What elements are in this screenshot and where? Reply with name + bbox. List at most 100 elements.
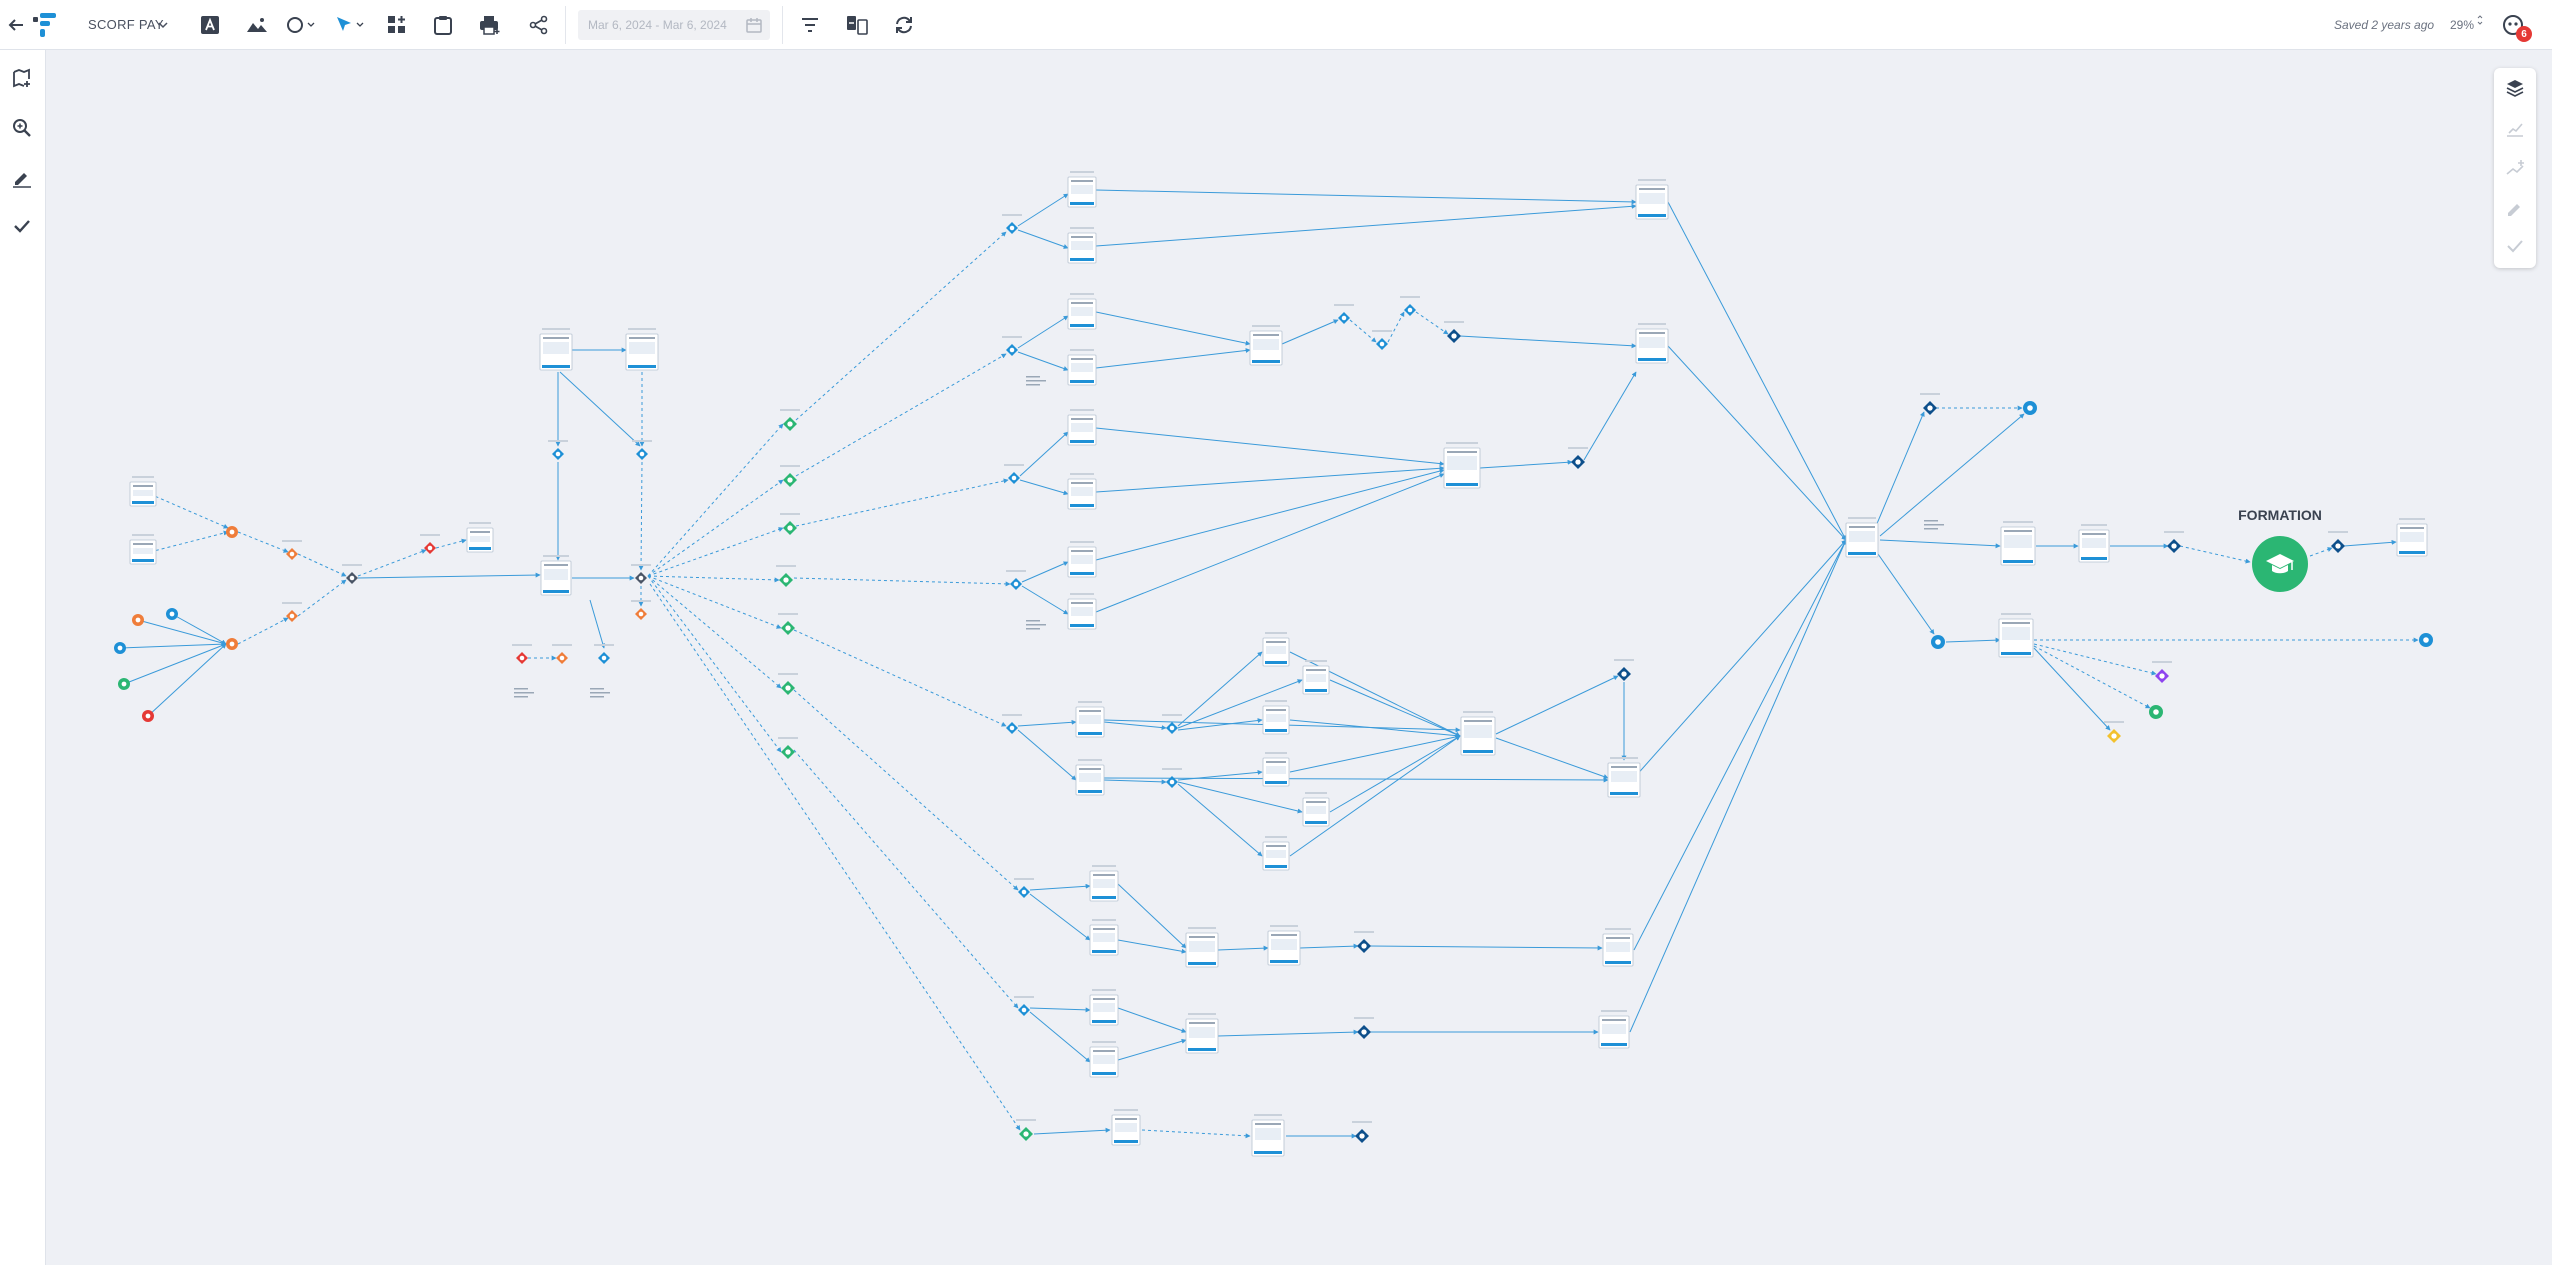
step-node[interactable] xyxy=(1444,321,1464,343)
compare-icon[interactable] xyxy=(844,10,870,40)
page-node[interactable] xyxy=(1075,759,1105,796)
source-node[interactable] xyxy=(226,526,238,538)
step-node[interactable] xyxy=(1372,330,1392,350)
page-node[interactable] xyxy=(466,522,494,553)
connector-line[interactable] xyxy=(297,553,347,577)
source-node[interactable] xyxy=(118,678,130,690)
connector-line[interactable] xyxy=(2033,645,2151,709)
connector-line[interactable] xyxy=(147,643,227,717)
connector-line[interactable] xyxy=(1495,737,1609,779)
connector-line[interactable] xyxy=(1103,721,1167,731)
connector-line[interactable] xyxy=(1017,351,1069,371)
page-node[interactable] xyxy=(1089,989,1119,1026)
connector-line[interactable] xyxy=(2179,545,2251,564)
connector-line[interactable] xyxy=(1459,335,1637,349)
clipboard-icon[interactable] xyxy=(430,10,456,40)
page-node[interactable] xyxy=(1262,632,1290,667)
connector-line[interactable] xyxy=(1141,1129,1251,1139)
step-node[interactable] xyxy=(2328,531,2348,553)
connector-line[interactable] xyxy=(1095,203,1637,247)
page-node[interactable] xyxy=(1443,442,1481,489)
page-node[interactable] xyxy=(2000,521,2036,566)
refresh-icon[interactable] xyxy=(891,10,917,40)
page-node[interactable] xyxy=(1302,792,1330,827)
source-node[interactable] xyxy=(132,614,144,626)
source-node[interactable] xyxy=(2023,401,2037,415)
connector-line[interactable] xyxy=(795,353,1007,477)
page-node[interactable] xyxy=(1845,517,1879,558)
print-icon[interactable] xyxy=(476,10,504,40)
step-node[interactable] xyxy=(1920,393,1940,415)
connector-line[interactable] xyxy=(1177,651,1263,727)
connector-line[interactable] xyxy=(1029,893,1091,941)
step-node[interactable] xyxy=(778,613,798,635)
connector-line[interactable] xyxy=(2033,647,2111,731)
step-node[interactable] xyxy=(1016,1119,1036,1141)
page-node[interactable] xyxy=(1460,711,1496,756)
connector-line[interactable] xyxy=(435,538,467,549)
step-node[interactable] xyxy=(780,465,800,487)
page-node[interactable] xyxy=(1075,701,1105,738)
connector-line[interactable] xyxy=(237,531,289,553)
page-node[interactable] xyxy=(1067,171,1097,208)
zoom-level[interactable]: 29% xyxy=(2450,18,2475,32)
connector-line[interactable] xyxy=(1495,675,1619,735)
step-node[interactable] xyxy=(342,564,362,584)
step-node[interactable] xyxy=(778,737,798,759)
page-node[interactable] xyxy=(1262,836,1290,871)
connector-line[interactable] xyxy=(1633,539,1847,951)
page-node[interactable] xyxy=(1185,1013,1219,1054)
add-path-icon[interactable] xyxy=(2503,156,2527,180)
connector-line[interactable] xyxy=(357,572,541,579)
step-node[interactable] xyxy=(1006,570,1026,590)
connector-line[interactable] xyxy=(1479,459,1573,469)
connector-line[interactable] xyxy=(2309,547,2333,557)
layers-icon[interactable] xyxy=(2503,76,2527,100)
connector-line[interactable] xyxy=(647,423,784,577)
back-arrow-icon[interactable] xyxy=(4,10,28,40)
connector-line[interactable] xyxy=(1387,311,1405,343)
connector-line[interactable] xyxy=(119,641,227,649)
connector-line[interactable] xyxy=(793,689,1019,891)
step-node[interactable] xyxy=(1568,447,1588,469)
connector-line[interactable] xyxy=(1667,201,1847,541)
step-node[interactable] xyxy=(632,440,652,460)
page-node[interactable] xyxy=(2396,518,2428,557)
page-node[interactable] xyxy=(1089,1041,1119,1078)
step-node[interactable] xyxy=(1354,931,1374,953)
connector-line[interactable] xyxy=(1017,229,1069,249)
connector-line[interactable] xyxy=(1217,945,1269,951)
connector-line[interactable] xyxy=(149,530,229,553)
connector-line[interactable] xyxy=(1177,781,1303,814)
connector-line[interactable] xyxy=(171,613,227,645)
step-node[interactable] xyxy=(1400,296,1420,316)
connector-line[interactable] xyxy=(1879,539,2001,549)
connector-line[interactable] xyxy=(793,749,1019,1009)
source-node[interactable] xyxy=(2419,633,2433,647)
page-node[interactable] xyxy=(1089,865,1119,902)
app-logo-icon[interactable] xyxy=(30,10,60,40)
step-node[interactable] xyxy=(778,673,798,695)
connector-line[interactable] xyxy=(793,577,1011,587)
connector-line[interactable] xyxy=(1177,718,1263,731)
connector-line[interactable] xyxy=(1299,943,1359,949)
step-node[interactable] xyxy=(2104,721,2124,743)
page-node[interactable] xyxy=(1067,593,1097,630)
page-node[interactable] xyxy=(1598,1010,1630,1049)
step-node[interactable] xyxy=(1162,768,1182,788)
connector-line[interactable] xyxy=(647,575,780,583)
connector-line[interactable] xyxy=(1095,189,1637,205)
connector-line[interactable] xyxy=(297,579,347,617)
connector-line[interactable] xyxy=(1021,585,1069,615)
edit-pencil-icon[interactable] xyxy=(10,166,34,190)
funnel-canvas[interactable]: FORMATION xyxy=(46,50,2494,1265)
step-node[interactable] xyxy=(1352,1121,1372,1143)
check-icon[interactable] xyxy=(10,214,34,238)
connector-line[interactable] xyxy=(559,371,641,447)
connector-line[interactable] xyxy=(638,461,644,571)
page-node[interactable] xyxy=(1302,660,1330,695)
connector-line[interactable] xyxy=(1329,679,1461,737)
add-widget-icon[interactable] xyxy=(384,10,410,40)
text-tool-icon[interactable] xyxy=(197,10,223,40)
source-node[interactable] xyxy=(226,638,238,650)
